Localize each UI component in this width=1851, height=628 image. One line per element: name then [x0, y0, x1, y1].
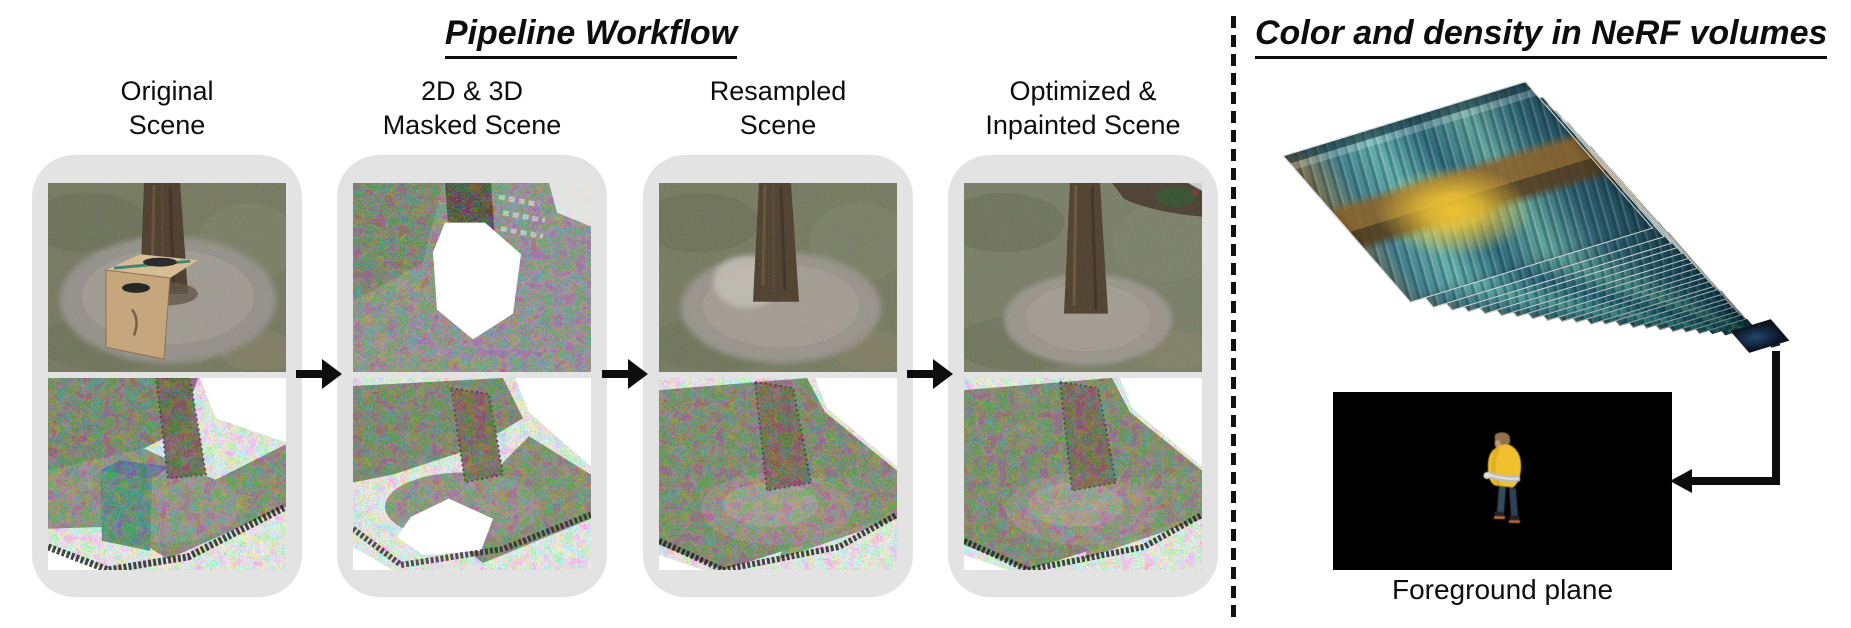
stage-card: [948, 155, 1218, 597]
nerf-volumes-title: Color and density in NeRF volumes: [1255, 14, 1828, 59]
stage-bottom-image: [659, 378, 897, 570]
stage-top-image: [659, 183, 897, 372]
right-arrow-icon: [907, 359, 953, 389]
stage-label: Original Scene: [120, 76, 214, 140]
stage-bottom-image: [964, 378, 1202, 570]
projection-arrow-horizontal: [1690, 477, 1780, 485]
stage-top-image: [964, 183, 1202, 372]
arrow-head: [933, 359, 953, 389]
stage-card: [32, 155, 302, 597]
arrow-shaft: [296, 370, 323, 378]
arrow-head: [322, 359, 342, 389]
pipeline-stage-masked: 2D & 3D Masked Scene: [337, 74, 607, 597]
nerf-volumes-title-text: Color and density in NeRF volumes: [1255, 14, 1828, 59]
foreground-plane-image: [1333, 392, 1672, 570]
right-arrow-icon: [296, 359, 342, 389]
stage-top-image: [353, 183, 591, 372]
stage-bottom-image: [48, 378, 286, 570]
right-arrow-icon: [602, 359, 648, 389]
stage-label: Resampled Scene: [709, 76, 847, 140]
pipeline-stage-resampled: Resampled Scene: [643, 74, 913, 597]
pipeline-stage-original: Original Scene: [32, 74, 302, 597]
pipeline-title-text: Pipeline Workflow: [444, 14, 738, 59]
stage-card: [643, 155, 913, 597]
arrow-shaft: [907, 370, 934, 378]
stage-card: [337, 155, 607, 597]
projection-arrow-head: [1670, 469, 1692, 493]
arrow-shaft: [602, 370, 629, 378]
foreground-plane-caption: Foreground plane: [1391, 574, 1614, 605]
stage-label: 2D & 3D Masked Scene: [382, 76, 562, 140]
pipeline-stage-inpainted: Optimized & Inpainted Scene: [948, 74, 1218, 597]
section-divider-dashed-line: [1231, 16, 1236, 622]
stage-label: Optimized & Inpainted Scene: [985, 76, 1181, 140]
stage-top-image: [48, 183, 286, 372]
arrow-head: [628, 359, 648, 389]
projection-arrow-vertical: [1772, 351, 1780, 482]
pipeline-title: Pipeline Workflow: [441, 14, 741, 59]
stage-bottom-image: [353, 378, 591, 570]
child-in-yellow-jacket-figure: [1483, 432, 1521, 523]
